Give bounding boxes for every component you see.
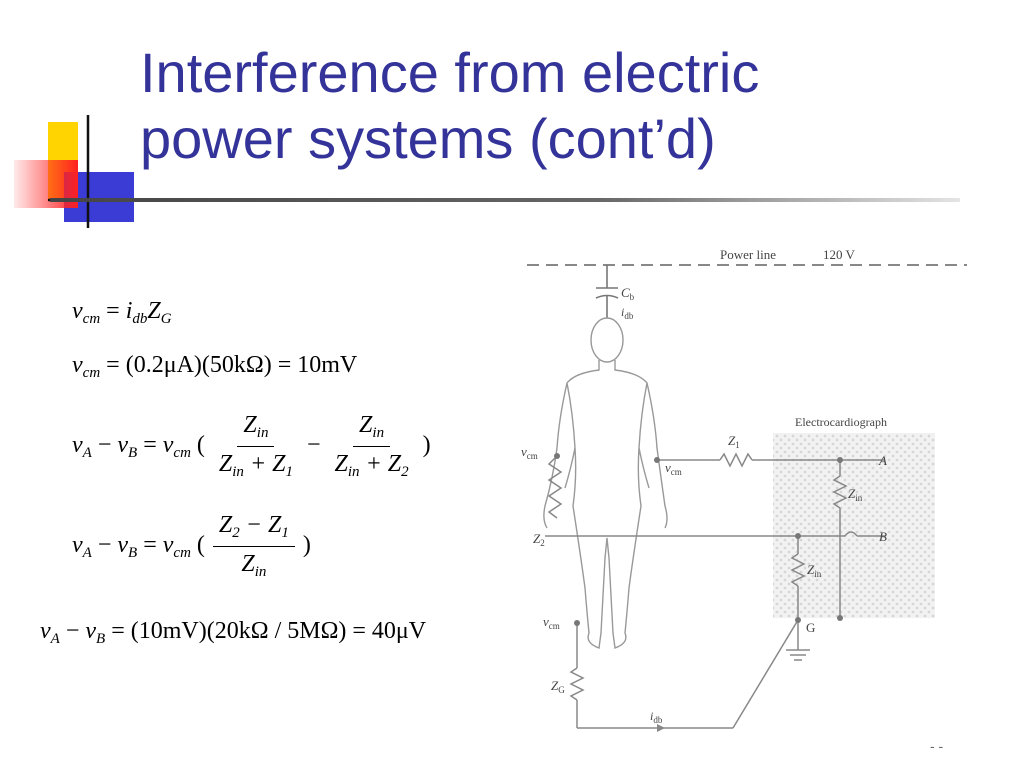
eq-symbol: v [72, 432, 83, 459]
z2-label: Z2 [533, 531, 545, 548]
title-divider [50, 198, 960, 202]
eq-subscript: A [82, 445, 92, 462]
voltage-label: 120 V [823, 247, 856, 262]
eq-subscript: cm [173, 545, 191, 562]
equation-differential-voltage: vA − vB = vcm ( Zin Zin + Z1 − Zin Zin +… [72, 412, 431, 481]
eq-operator: − [65, 618, 80, 644]
title-line-2: power systems (cont’d) [140, 107, 716, 170]
eq-symbol: Z [359, 412, 373, 438]
eq-operator: − [306, 432, 321, 459]
eq-symbol: v [117, 432, 129, 459]
eq-symbol: + Z [365, 451, 402, 477]
eq-paren: ( [196, 532, 205, 559]
zin-b-label: Zin [807, 562, 822, 579]
eq-operator: = [143, 432, 157, 459]
eq-subscript: db [132, 311, 148, 327]
eq-symbol: + Z [249, 451, 286, 477]
vcm-bottom-label: vcm [543, 614, 560, 631]
equation-differential-result: vA − vB = (10mV)(20kΩ / 5MΩ) = 40μV [40, 618, 426, 648]
eq-subscript: in [372, 425, 385, 441]
eq-symbol: v [72, 298, 83, 324]
eq-fraction: Zin Zin + Z1 [213, 412, 299, 481]
eq-subscript: cm [82, 311, 101, 327]
idb-top-label: idb [621, 305, 634, 321]
eq-symbol: Z [218, 512, 233, 538]
equation-differential-simplified: vA − vB = vcm ( Z2 − Z1 Zin ) [72, 512, 311, 581]
eq-rhs: (0.2μA)(50kΩ) = 10mV [125, 352, 358, 378]
power-line-label: Power line [720, 247, 776, 262]
eq-subscript: 1 [285, 464, 293, 480]
eq-symbol: Z [241, 551, 255, 577]
eq-symbol: v [117, 532, 129, 559]
eq-symbol: Z [243, 412, 257, 438]
eq-subscript: 2 [401, 464, 409, 480]
cb-capacitor [595, 265, 619, 318]
eq-operator: = [106, 352, 120, 378]
idb-arrow-icon [657, 724, 665, 732]
eq-subscript: B [128, 545, 138, 562]
eq-subscript: B [128, 445, 138, 462]
eq-operator: = [111, 618, 125, 644]
eq-paren: ) [422, 432, 431, 459]
eq-symbol: v [162, 432, 174, 459]
eq-symbol: i [125, 298, 133, 324]
eq-subscript: A [50, 631, 60, 647]
title-line-1: Interference from electric [140, 41, 760, 104]
eq-symbol: v [40, 618, 51, 644]
node-g-label: G [806, 620, 815, 635]
electrocardiograph-label: Electrocardiograph [795, 415, 887, 429]
eq-rhs: (10mV)(20kΩ / 5MΩ) = 40μV [130, 618, 427, 644]
equation-vcm-value: vcm = (0.2μA)(50kΩ) = 10mV [72, 352, 357, 382]
ecg-interference-diagram: Power line 120 V Cb idb Electrocardiogra… [521, 247, 967, 732]
eq-subscript: 2 [232, 525, 240, 541]
page-marker: - - [930, 738, 944, 754]
eq-symbol: v [162, 532, 174, 559]
eq-symbol: v [72, 352, 83, 378]
eq-symbol: v [85, 618, 97, 644]
eq-subscript: G [160, 311, 172, 327]
eq-subscript: in [347, 464, 360, 480]
vcm-left-label: vcm [521, 444, 538, 461]
eq-subscript: in [256, 425, 269, 441]
slide-title: Interference from electric power systems… [140, 40, 1000, 172]
eq-subscript: B [96, 631, 106, 647]
electrocardiograph-box [773, 433, 935, 618]
zg-label: ZG [551, 678, 565, 695]
node-b-label: B [879, 529, 887, 544]
eq-subscript: in [254, 564, 267, 580]
eq-operator: = [143, 532, 157, 559]
eq-symbol: Z [218, 451, 233, 477]
eq-subscript: A [82, 545, 92, 562]
eq-operator: − [97, 432, 112, 459]
eq-operator: = [106, 298, 120, 324]
eq-subscript: 1 [281, 525, 289, 541]
eq-symbol: − Z [245, 512, 282, 538]
cb-label: Cb [621, 285, 635, 302]
human-body-figure [543, 317, 668, 649]
eq-symbol: v [72, 532, 83, 559]
eq-subscript: cm [173, 445, 191, 462]
z1-label: Z1 [728, 433, 740, 450]
eq-paren: ) [302, 532, 311, 559]
eq-symbol: Z [334, 451, 348, 477]
node-a-label: A [878, 453, 887, 468]
eq-fraction: Zin Zin + Z2 [329, 412, 415, 481]
circuit-nodes [554, 453, 843, 626]
idb-bottom-label: idb [650, 709, 663, 725]
eq-subscript: in [232, 464, 244, 480]
eq-subscript: cm [82, 365, 101, 381]
eq-fraction: Z2 − Z1 Zin [212, 512, 295, 581]
zin-a-label: Zin [848, 486, 863, 503]
eq-operator: − [97, 532, 112, 559]
equation-vcm-definition: vcm = idbZG [72, 298, 172, 328]
vcm-right-label: vcm [665, 460, 682, 477]
eq-symbol: Z [147, 298, 161, 324]
eq-paren: ( [196, 432, 205, 459]
